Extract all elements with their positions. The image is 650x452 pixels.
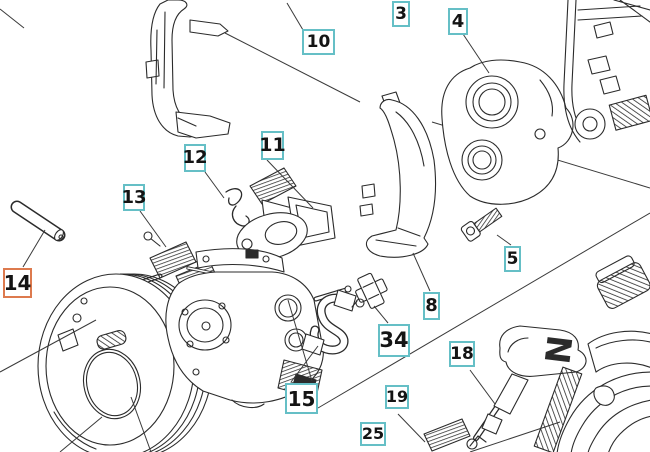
part-label-3[interactable]: 3 [392, 1, 410, 27]
part-return-spring [423, 418, 471, 452]
part-screw [460, 207, 503, 242]
part-label-15[interactable]: 15 [285, 383, 318, 414]
part-label-10[interactable]: 10 [302, 29, 335, 55]
part-air-guide-bracket [145, 0, 231, 139]
part-intake-manifold [441, 59, 574, 205]
part-baffle-bracket [359, 91, 437, 258]
part-label-14[interactable]: 14 [3, 268, 32, 298]
part-label-11[interactable]: 11 [259, 131, 286, 160]
part-rear-handle [533, 330, 650, 452]
part-label-8[interactable]: 8 [423, 292, 440, 320]
part-label-5[interactable]: 5 [504, 246, 521, 272]
choke-n-marking: N [536, 333, 579, 366]
part-label-34[interactable]: 34 [378, 324, 410, 357]
part-rubber-connector [595, 255, 650, 309]
part-label-13[interactable]: 13 [121, 184, 147, 211]
part-choke-lever: N [466, 325, 587, 450]
part-crankcase-top [563, 0, 650, 143]
part-label-4[interactable]: 4 [448, 8, 468, 35]
part-label-18[interactable]: 18 [449, 341, 475, 367]
part-intake-boot [236, 167, 336, 260]
part-hose-clamp [351, 272, 388, 309]
part-label-19[interactable]: 19 [385, 385, 409, 409]
part-label-25[interactable]: 25 [360, 422, 386, 446]
part-fuel-pin [10, 200, 66, 242]
part-fuel-hose [301, 289, 357, 356]
part-wire-clip [225, 188, 250, 227]
part-label-12[interactable]: 12 [182, 144, 208, 172]
